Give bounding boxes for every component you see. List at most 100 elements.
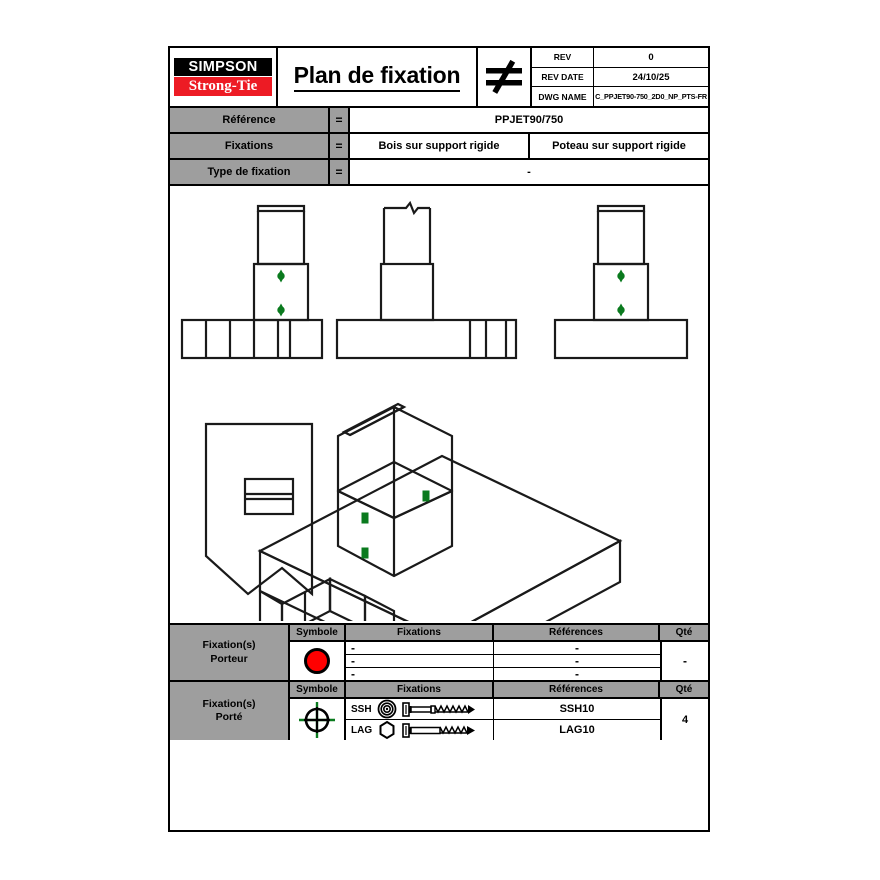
porteur-symbol-cell [290,642,346,680]
spec-value-fixations-2: Poteau sur support rigide [530,134,708,158]
porte-qte-cell: 4 [660,699,708,740]
table-row: - - [346,642,660,655]
technical-drawing-area [170,186,708,625]
fixations-porte-table: Fixation(s) Porté Symbole Fixations Réfé… [170,682,708,740]
porteur-qte-cell: - [660,642,708,680]
revision-info-block: REV 0 REV DATE 24/10/25 DWG NAME C_PPJET… [532,48,708,107]
dwg-name-label: DWG NAME [532,87,594,107]
porteur-fixation-1: - [346,642,494,654]
porteur-label-line2: Porteur [210,652,248,665]
table-row: SSH [346,699,660,720]
porteur-reference-3-text: - [575,667,579,681]
technical-drawing-svg [180,200,689,621]
hex-head-icon [379,720,395,740]
fastener-mark [617,269,625,283]
crosshair-circle-icon [299,701,335,738]
spec-value-type-fixation: - [350,160,708,184]
porteur-label-line1: Fixation(s) [202,639,256,652]
porte-table-header: Symbole Fixations Références Qté [290,682,708,699]
table-row: - - [346,655,660,668]
spec-row-reference: Référence = PPJET90/750 [170,108,708,134]
porte-reference-ssh: SSH10 [559,703,595,715]
red-circle-icon [304,648,330,674]
spec-equals-reference: = [330,108,350,132]
porteur-fixation-3: - [346,668,494,680]
porte-code-ssh: SSH [351,703,372,715]
front-elevation-view [180,204,324,360]
rear-elevation-view [553,204,689,360]
spec-value-reference: PPJET90/750 [350,108,708,132]
porteur-qte-text: - [683,654,687,668]
fixations-porte-label: Fixation(s) Porté [170,682,290,740]
lag-screw-icon [402,722,476,738]
fastener-mark [422,490,430,502]
porte-header-symbole: Symbole [290,682,346,697]
top-plan-view [204,422,314,597]
spec-label-reference: Référence [170,108,330,132]
porteur-reference-1: - [494,642,660,654]
porte-label-line2: Porté [215,711,243,723]
sheet-title-text: Plan de fixation [293,62,461,92]
simpson-strong-tie-logo: SIMPSON Strong-Tie [170,48,278,106]
spec-value-fixations-1: Bois sur support rigide [350,134,530,158]
fastener-mark [277,269,285,283]
rev-date-row: REV DATE 24/10/25 [532,67,708,88]
porteur-header-qte: Qté [675,627,693,638]
rev-date-value: 24/10/25 [632,71,670,83]
side-elevation-view [335,200,518,360]
spec-label-type-fixation: Type de fixation [170,160,330,184]
porteur-reference-2-text: - [575,654,579,668]
porte-header-references: Références [494,682,660,697]
porteur-fixation-3-text: - [351,667,355,681]
table-row: LAG [346,720,660,740]
washer-head-icon [377,699,396,719]
porteur-rows: - - - - [346,642,660,680]
porte-rows: SSH [346,699,660,740]
porteur-reference-1-text: - [575,641,579,655]
porte-symbol-cell [290,699,346,740]
logo-strongtie-text: Strong-Tie [174,77,272,97]
title-block: SIMPSON Strong-Tie Plan de fixation REV … [170,48,708,108]
fastener-mark [361,512,369,524]
sheet-title: Plan de fixation [278,48,478,106]
spec-label-fixations: Fixations [170,134,330,158]
logo-simpson-text: SIMPSON [174,57,272,77]
porteur-fixation-2-text: - [351,654,355,668]
rev-value: 0 [648,51,654,63]
porteur-reference-3: - [494,668,660,680]
fastener-mark [617,303,625,317]
spec-row-fixations: Fixations = Bois sur support rigide Pote… [170,134,708,160]
fastener-mark [361,547,369,559]
spec-equals-fixations: = [330,134,350,158]
porte-header-fixations: Fixations [346,682,494,697]
dwg-name-value: C_PPJET90-750_2D0_NP_PTS-FR [595,92,707,102]
porte-reference-lag: LAG10 [559,724,595,736]
porte-fixation-ssh: SSH [346,699,494,719]
porteur-header-references: Références [494,625,660,640]
porteur-reference-2: - [494,655,660,667]
rev-date-label: REV DATE [532,67,594,87]
drawing-sheet: SIMPSON Strong-Tie Plan de fixation REV … [168,46,710,832]
rev-row: REV 0 [532,48,708,68]
spec-row-type-fixation: Type de fixation = - [170,160,708,186]
porte-label-line1: Fixation(s) [202,697,256,710]
porte-code-lag: LAG [351,724,373,736]
fastener-mark [277,303,285,317]
porteur-header-fixations: Fixations [346,625,494,640]
hex-washer-screw-icon [401,701,475,717]
isometric-3d-view [257,402,623,621]
table-row: - - [346,668,660,680]
porteur-fixation-1-text: - [351,641,355,655]
porteur-header-symbole: Symbole [290,625,346,640]
spec-equals-type-fixation: = [330,160,350,184]
fixations-porteur-table: Fixation(s) Porteur Symbole Fixations Ré… [170,625,708,682]
porte-header-qte: Qté [675,684,693,695]
porteur-fixation-2: - [346,655,494,667]
rev-label: REV [532,48,594,67]
third-angle-projection-icon [486,59,522,94]
dwg-name-row: DWG NAME C_PPJET90-750_2D0_NP_PTS-FR [532,87,708,107]
fixations-porteur-label: Fixation(s) Porteur [170,625,290,680]
projection-symbol-cell [478,48,532,106]
porte-fixation-lag: LAG [346,720,494,740]
porteur-table-header: Symbole Fixations Références Qté [290,625,708,642]
